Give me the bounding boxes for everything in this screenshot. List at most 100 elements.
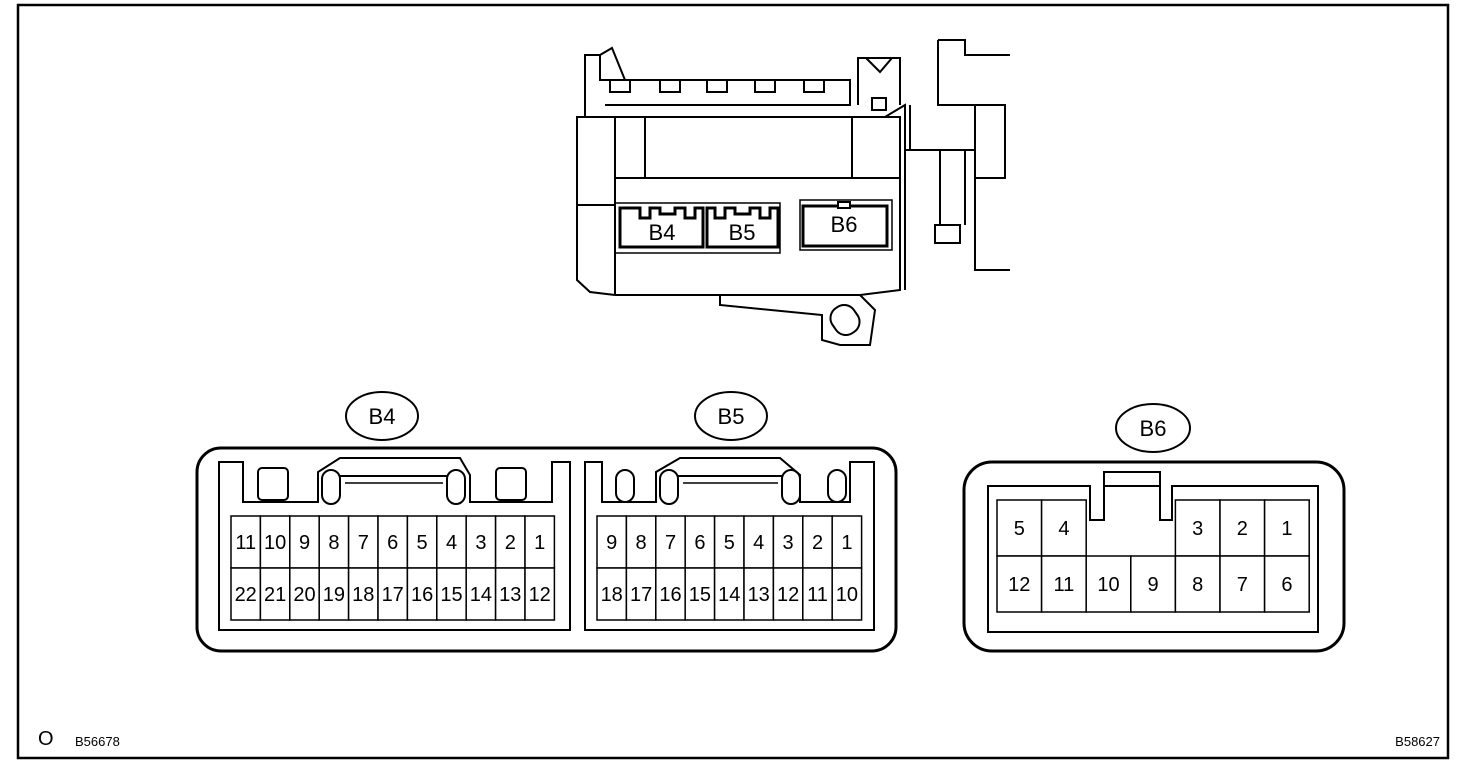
b4-pin-4: 4	[446, 532, 457, 554]
b4-pin-21-cell	[259, 567, 291, 621]
b6-pin-10: 10	[1097, 574, 1119, 596]
b5-pin-14: 14	[718, 584, 740, 606]
b6-pin-11: 11	[1054, 574, 1075, 596]
b6-pin-6-cell	[1263, 555, 1310, 613]
b4-pin-17: 17	[382, 584, 404, 606]
footer-left-code: B56678	[75, 734, 120, 749]
b4-pin-10: 10	[264, 532, 286, 554]
b4-pin-4-cell	[436, 515, 467, 569]
footer-right-code: B58627	[1395, 734, 1440, 749]
b6-pin-7: 7	[1237, 574, 1248, 596]
b5-pin-1-cell	[831, 515, 863, 569]
b6-pin-4: 4	[1058, 518, 1069, 540]
b5-pin-18: 18	[601, 584, 623, 606]
b4-pin-5-cell	[406, 515, 438, 569]
b5-pin-5-cell	[713, 515, 745, 569]
b4-pin-22-cell	[230, 567, 262, 621]
b4-pin-21: 21	[264, 584, 286, 606]
b5-pin-2: 2	[812, 532, 823, 554]
b6-pin-9: 9	[1148, 574, 1159, 596]
b5-pin-17: 17	[630, 584, 652, 606]
b5-pin-9: 9	[606, 532, 617, 554]
b4-pin-7-cell	[347, 515, 379, 569]
b5-pin-11-cell	[802, 567, 833, 621]
b6-pin-1: 1	[1281, 518, 1292, 540]
b5-pin-7: 7	[665, 532, 676, 554]
b5-pin-11: 11	[807, 584, 828, 606]
overview-socket-b6: B6	[801, 201, 889, 248]
overview-label-b5: B5	[729, 220, 756, 245]
b6-pin-8-cell	[1174, 555, 1221, 613]
b6-pin-3: 3	[1192, 518, 1203, 540]
b5-pin-7-cell	[655, 515, 686, 569]
b6-connector-face	[987, 471, 1319, 633]
b5-pin-18-cell	[596, 567, 628, 621]
b4-pin-7: 7	[358, 532, 369, 554]
b4-pin-6: 6	[387, 532, 398, 554]
b6-pin-10-cell	[1085, 555, 1132, 613]
b6-pin-12: 12	[1008, 574, 1030, 596]
b4-pin-22: 22	[235, 584, 257, 606]
b6-pin-3-cell	[1174, 499, 1221, 557]
b4-pin-20: 20	[293, 584, 315, 606]
overview-label-b4: B4	[649, 220, 676, 245]
b5-pin-17-cell	[625, 567, 657, 621]
b4-pin-1: 1	[534, 532, 545, 554]
b4-pin-13: 13	[499, 584, 521, 606]
b5-label-bubble: B5	[694, 391, 768, 441]
b5-pin-13: 13	[748, 584, 770, 606]
b5-pin-6: 6	[694, 532, 705, 554]
b4-pin-18: 18	[352, 584, 374, 606]
b5-pin-6-cell	[684, 515, 716, 569]
b6-pin-12-cell	[996, 555, 1043, 613]
b4-pin-14: 14	[470, 584, 492, 606]
b4-pin-15: 15	[440, 584, 462, 606]
overview-label-b6: B6	[831, 212, 858, 237]
b6-pin-2-cell	[1219, 499, 1266, 557]
b4-pin-20-cell	[289, 567, 320, 621]
b4-pin-2-cell	[494, 515, 526, 569]
b5-pin-12: 12	[777, 584, 799, 606]
diagram-border	[16, 3, 1450, 760]
b6-pin-1-cell	[1263, 499, 1310, 557]
b5-pin-4: 4	[753, 532, 764, 554]
b5-pin-13-cell	[743, 567, 775, 621]
b6-pin-5: 5	[1014, 518, 1025, 540]
b5-pin-1: 1	[841, 532, 852, 554]
b4-pin-17-cell	[377, 567, 409, 621]
b5-pin-8: 8	[636, 532, 647, 554]
b5-pin-5: 5	[724, 532, 735, 554]
b6-pin-8: 8	[1192, 574, 1203, 596]
b4-pin-13-cell	[494, 567, 526, 621]
b5-pin-15: 15	[689, 584, 711, 606]
b4-pin-14-cell	[465, 567, 497, 621]
b5-pin-16: 16	[659, 584, 681, 606]
b4-pin-12: 12	[529, 584, 551, 606]
b5-pin-10-cell	[831, 567, 863, 621]
b4-label-bubble: B4	[345, 391, 419, 441]
b6-pin-4-cell	[1040, 499, 1087, 557]
connector-housing-illustration	[576, 39, 1010, 346]
b5-pin-14-cell	[713, 567, 745, 621]
b4-pin-18-cell	[347, 567, 379, 621]
b6-pin-2: 2	[1237, 518, 1248, 540]
b6-label: B6	[1140, 416, 1167, 441]
b4-pin-19-cell	[318, 567, 350, 621]
b5-pin-3: 3	[783, 532, 794, 554]
overview-socket-b5: B5	[705, 206, 780, 249]
overview-socket-b4: B4	[618, 206, 705, 249]
b4-pin-9: 9	[299, 532, 310, 554]
b4-pin-2: 2	[505, 532, 516, 554]
b4-connector-face	[218, 457, 571, 631]
b5-connector-face	[584, 457, 875, 631]
b5-label: B5	[718, 404, 745, 429]
b4-pin-15-cell	[436, 567, 467, 621]
b5-pin-10: 10	[836, 584, 858, 606]
b4-pin-19: 19	[323, 584, 345, 606]
b4-pin-10-cell	[259, 515, 291, 569]
b4-pin-5: 5	[417, 532, 428, 554]
